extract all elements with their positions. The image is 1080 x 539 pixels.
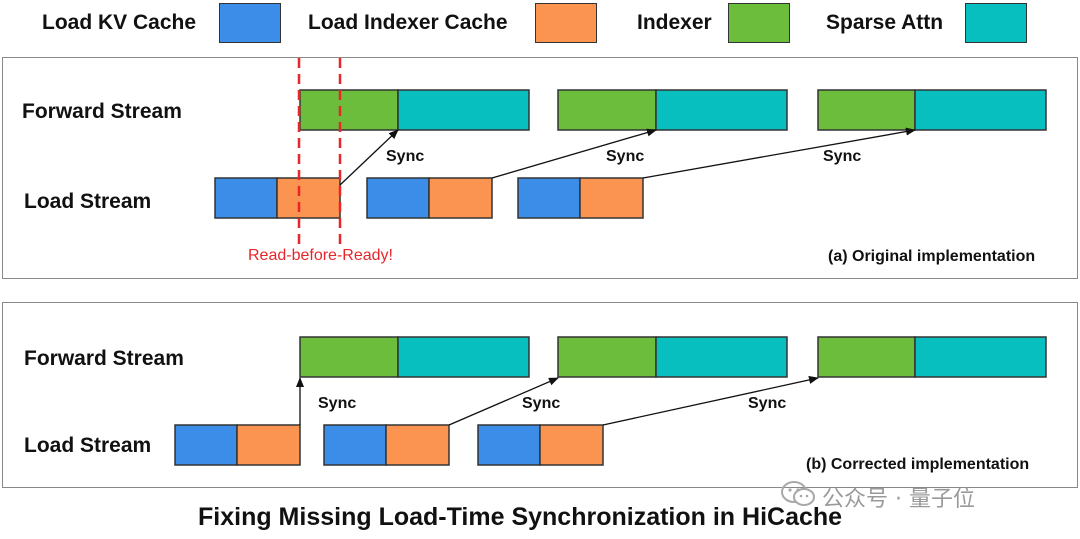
legend-label-sparse-attn: Sparse Attn: [826, 11, 944, 34]
read-before-ready-warning: Read-before-Ready!: [248, 247, 393, 264]
legend-label-load-indexer-cache: Load Indexer Cache: [308, 11, 508, 34]
panel-a-sync-label: Sync: [606, 148, 645, 165]
block-load-kv-cache: [366, 177, 430, 219]
sync-arrow: [642, 127, 916, 179]
block-indexer: [817, 89, 916, 131]
block-sparse-attn: [397, 89, 530, 131]
block-load-kv-cache: [214, 177, 278, 219]
block-load-indexer-cache: [539, 424, 604, 466]
legend-swatch-load-kv-cache: [219, 3, 281, 43]
block-sparse-attn: [397, 336, 530, 378]
panel-a-forward-stream-label: Forward Stream: [22, 100, 182, 123]
panel-b-sync-label: Sync: [522, 395, 561, 412]
panel-a-load-stream-label: Load Stream: [24, 190, 152, 213]
block-load-kv-cache: [323, 424, 387, 466]
block-load-indexer-cache: [276, 177, 341, 219]
block-load-kv-cache: [517, 177, 581, 219]
sync-arrow: [491, 128, 657, 179]
panel-b-forward-blocks: [299, 336, 1047, 378]
panel-b-sync-label: Sync: [318, 395, 357, 412]
block-indexer: [817, 336, 916, 378]
block-load-kv-cache: [477, 424, 541, 466]
panel-b-caption: (b) Corrected implementation: [806, 456, 1030, 473]
block-indexer: [299, 336, 399, 378]
block-indexer: [299, 89, 399, 131]
block-indexer: [557, 89, 657, 131]
wechat-icon: [781, 481, 815, 506]
panel-b-load-blocks: [174, 424, 604, 466]
block-load-kv-cache: [174, 424, 238, 466]
block-load-indexer-cache: [236, 424, 301, 466]
block-indexer: [557, 336, 657, 378]
block-load-indexer-cache: [428, 177, 493, 219]
panel-corrected-implementation: [2, 302, 1078, 488]
block-load-indexer-cache: [579, 177, 644, 219]
legend-label-load-kv-cache: Load KV Cache: [42, 11, 197, 34]
panel-b-load-stream-label: Load Stream: [24, 434, 152, 457]
legend-swatch-indexer: [728, 3, 790, 43]
legend-swatch-sparse-attn: [965, 3, 1027, 43]
panel-b-forward-stream-label: Forward Stream: [24, 347, 184, 370]
panel-a-forward-blocks: [299, 89, 1047, 131]
sync-arrow: [602, 376, 819, 426]
panel-a-sync-label: Sync: [823, 148, 862, 165]
figure-title: Fixing Missing Load-Time Synchronization…: [198, 503, 843, 531]
sync-arrow: [339, 129, 399, 186]
panel-original-implementation: [2, 57, 1078, 279]
panel-b-sync-label: Sync: [748, 395, 787, 412]
block-sparse-attn: [914, 336, 1047, 378]
watermark-text: 公众号 · 量子位: [822, 487, 975, 512]
panel-a-sync-label: Sync: [386, 148, 425, 165]
legend-label-indexer: Indexer: [637, 11, 712, 34]
block-load-indexer-cache: [385, 424, 450, 466]
sync-arrow: [448, 377, 559, 426]
block-sparse-attn: [655, 89, 788, 131]
panel-a-caption: (a) Original implementation: [828, 248, 1036, 265]
legend-swatch-load-indexer-cache: [535, 3, 597, 43]
panel-a-load-blocks: [214, 177, 644, 219]
panel-a-sync-arrows: [339, 127, 916, 186]
block-sparse-attn: [914, 89, 1047, 131]
panel-b-sync-arrows: [296, 376, 819, 426]
block-sparse-attn: [655, 336, 788, 378]
